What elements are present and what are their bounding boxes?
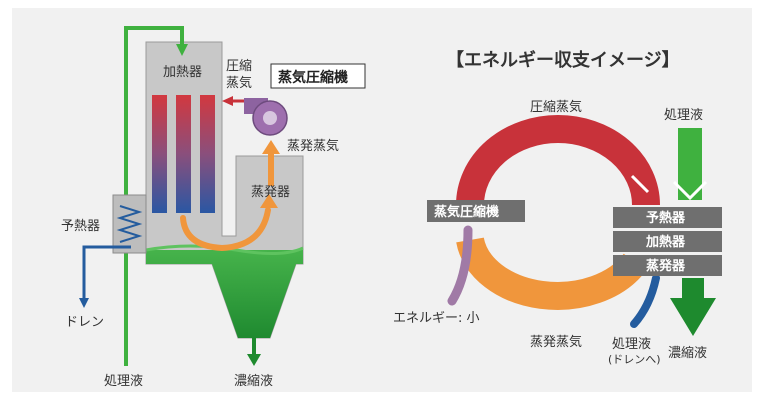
evaporated-steam-label: 蒸発蒸気: [530, 334, 582, 350]
stack-heater-box: [613, 231, 722, 252]
liquid-level: [146, 250, 303, 338]
energy-input-line: [447, 225, 473, 306]
feed-in-notch: [672, 180, 708, 201]
compressor-label-box: [270, 63, 366, 89]
compressor-box: [427, 200, 525, 222]
liquid-surface: [145, 244, 304, 256]
vapor-label: 蒸発蒸気: [287, 138, 339, 154]
concentrate-out-arrowhead: [670, 298, 716, 336]
preheater-coil: [116, 205, 143, 243]
drain-sub-label: (ドレンへ): [608, 353, 661, 366]
stack-evaporator-box: [613, 255, 722, 276]
feed-label: 処理液: [104, 374, 143, 389]
energy-label: エネルギー: 小: [393, 311, 480, 326]
heater-tube-3: [200, 95, 215, 213]
compressor-label: 蒸気圧縮機: [278, 69, 348, 86]
compressed-steam-arc: [456, 115, 660, 206]
concentrate-arrowhead: [247, 354, 261, 366]
concentrate-label: 濃縮液: [234, 373, 273, 389]
preheater-label: 予熱器: [61, 219, 100, 234]
energy-balance: 【エネルギー収支イメージ】 蒸気圧縮機 予熱器 加熱器 蒸発器 圧縮蒸気 処理液…: [393, 49, 722, 366]
feed-label-right: 処理液: [664, 108, 703, 123]
drain-label: ドレン: [65, 315, 104, 330]
drain-out-line: [630, 274, 660, 328]
energy-balance-title: 【エネルギー収支イメージ】: [446, 49, 680, 71]
concentrate-label-right: 濃縮液: [668, 345, 707, 361]
evaporated-steam-arc: [456, 236, 647, 310]
compressed-label-2: 蒸気: [226, 75, 252, 91]
compressed-in-notch: [630, 174, 650, 194]
stack-evaporator-label: 蒸発器: [646, 258, 686, 274]
heater-tube-1: [152, 95, 167, 213]
concentrate-out-band: [682, 278, 704, 300]
compressed-steam-label: 圧縮蒸気: [530, 99, 582, 115]
apparatus: 加熱器 圧縮 蒸気 蒸気圧縮機 蒸発蒸気 蒸発器 予熱器 ドレン 処理液 濃縮液: [61, 26, 366, 389]
evaporator-label: 蒸発器: [251, 185, 290, 200]
drain-line: [82, 245, 131, 300]
heater-label: 加熱器: [163, 65, 202, 80]
heater-tube-2: [176, 95, 191, 213]
vapor-flow-arrowhead: [260, 194, 278, 208]
vapor-flow-arrow: [180, 207, 271, 252]
stack-heater-label: 加熱器: [645, 234, 686, 250]
vapor-riser-arrowhead: [262, 140, 280, 154]
compressed-steam-arrowhead: [222, 96, 233, 106]
feed-arrowhead: [176, 44, 188, 56]
stack-preheater-label: 予熱器: [646, 210, 686, 226]
compressor-box-label: 蒸気圧縮機: [434, 204, 499, 220]
drain-arrowhead: [79, 298, 89, 308]
drain-liquid-label: 処理液: [612, 337, 651, 352]
stack-preheater-box: [613, 207, 722, 228]
compressor-hub: [263, 111, 277, 125]
compressed-label-1: 圧縮: [226, 58, 252, 74]
